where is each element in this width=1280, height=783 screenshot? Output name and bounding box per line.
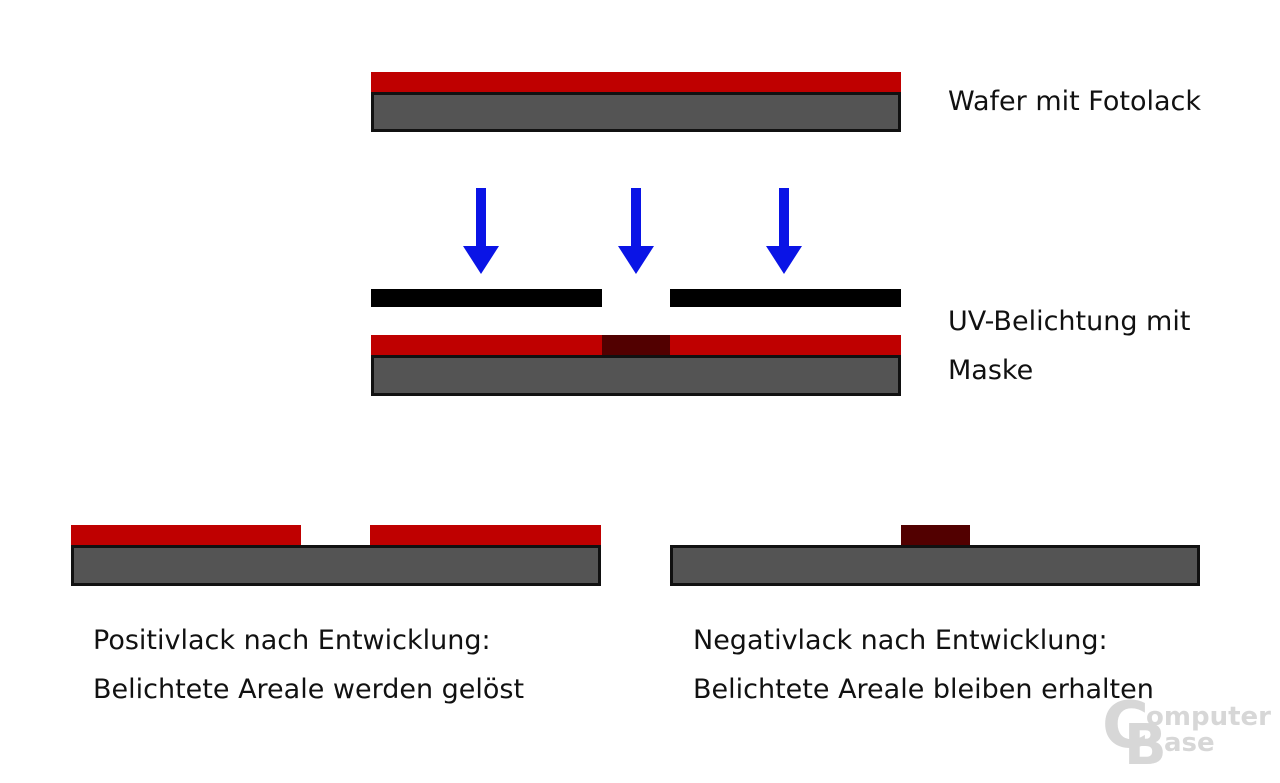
wafer-step1 bbox=[371, 92, 901, 132]
step2-label-line2: Maske bbox=[948, 355, 1034, 386]
positive-resist-left bbox=[71, 525, 301, 546]
positive-label-line2: Belichtete Areale werden gelöst bbox=[93, 674, 525, 705]
photoresist-unexposed-left bbox=[371, 335, 602, 356]
computerbase-watermark-logo: C B omputer ase bbox=[1102, 694, 1272, 774]
step1-label: Wafer mit Fotolack bbox=[948, 86, 1202, 117]
watermark-letter-b: B bbox=[1124, 713, 1167, 778]
mask-left bbox=[371, 289, 602, 307]
negative-resist-remaining bbox=[901, 525, 970, 546]
negative-label-line2: Belichtete Areale bleiben erhalten bbox=[693, 674, 1154, 705]
uv-arrow-right-icon bbox=[766, 188, 802, 274]
photoresist-unexposed-right bbox=[670, 335, 901, 356]
step2-label-line1: UV-Belichtung mit bbox=[948, 306, 1191, 337]
positive-label-line1: Positivlack nach Entwicklung: bbox=[93, 625, 491, 656]
negative-label-line1: Negativlack nach Entwicklung: bbox=[693, 625, 1108, 656]
watermark-letter-c: C bbox=[1102, 689, 1149, 763]
photoresist-exposed-area bbox=[602, 335, 670, 356]
watermark-text-line2: ase bbox=[1164, 728, 1215, 758]
wafer-step2 bbox=[371, 355, 901, 396]
positive-resist-right bbox=[370, 525, 601, 546]
mask-right bbox=[670, 289, 901, 307]
uv-arrow-center-icon bbox=[618, 188, 654, 274]
uv-arrow-left-icon bbox=[463, 188, 499, 274]
wafer-negative bbox=[670, 545, 1200, 586]
wafer-positive bbox=[71, 545, 601, 586]
watermark-text-line1: omputer bbox=[1146, 702, 1271, 732]
photoresist-layer-step1 bbox=[371, 72, 901, 92]
